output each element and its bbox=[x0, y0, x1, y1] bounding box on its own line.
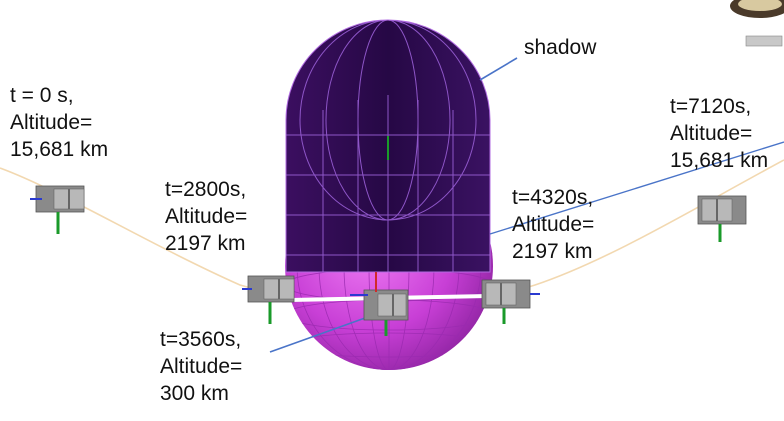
t7120-arrow bbox=[489, 141, 784, 235]
t3560-arrow bbox=[269, 317, 366, 353]
label-t3560: t=3560s, Altitude= 300 km bbox=[160, 326, 242, 407]
altitude-label-t0: Altitude= bbox=[10, 111, 93, 134]
top-right-object bbox=[730, 0, 784, 47]
satellite-icon bbox=[481, 279, 540, 324]
altitude-label-t7120: Altitude= bbox=[670, 122, 753, 145]
altitude-t2800: 2197 km bbox=[165, 232, 246, 255]
time-t7120: t=7120s, bbox=[670, 95, 752, 118]
label-t7120: t=7120s, Altitude= 15,681 km bbox=[670, 93, 768, 174]
time-t4320: t=4320s, bbox=[512, 186, 594, 209]
time-t2800: t=2800s, bbox=[165, 178, 247, 201]
label-t0: t = 0 s, Altitude= 15,681 km bbox=[10, 82, 108, 163]
altitude-t0: 15,681 km bbox=[10, 138, 109, 161]
time-t0: t = 0 s, bbox=[10, 84, 74, 107]
satellite-icon bbox=[697, 195, 747, 242]
label-t4320: t=4320s, Altitude= 2197 km bbox=[512, 184, 594, 265]
altitude-label-t2800: Altitude= bbox=[165, 205, 248, 228]
shadow-label: shadow bbox=[524, 34, 596, 61]
satellite-icon bbox=[30, 185, 85, 234]
altitude-label-t3560: Altitude= bbox=[160, 355, 243, 378]
altitude-label-t4320: Altitude= bbox=[512, 213, 595, 236]
altitude-t7120: 15,681 km bbox=[670, 149, 769, 172]
shadow-label-text: shadow bbox=[524, 36, 597, 59]
label-t2800: t=2800s, Altitude= 2197 km bbox=[165, 176, 247, 257]
altitude-t4320: 2197 km bbox=[512, 240, 593, 263]
shadow-arrow bbox=[479, 57, 518, 81]
satellite-icon bbox=[350, 272, 409, 336]
altitude-t3560: 300 km bbox=[160, 382, 229, 405]
time-t3560: t=3560s, bbox=[160, 328, 242, 351]
satellite-icon bbox=[242, 275, 295, 324]
